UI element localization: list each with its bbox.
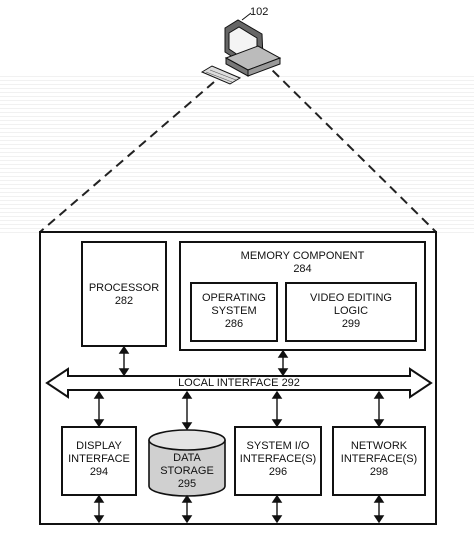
- os-label: OPERATING SYSTEM 286: [191, 292, 277, 331]
- display-ref: 294: [89, 466, 109, 478]
- video-line1: VIDEO EDITING: [310, 292, 392, 304]
- computer-system-frame: [39, 231, 437, 525]
- display-bus-connector: [93, 390, 105, 428]
- network-line1: NETWORK: [350, 440, 408, 452]
- display-line1: DISPLAY: [76, 440, 122, 452]
- data-storage-label: DATA STORAGE 295: [149, 452, 225, 491]
- memory-bus-connector: [277, 349, 289, 377]
- os-line2: SYSTEM: [211, 305, 257, 317]
- bus-text: LOCAL INTERFACE 292: [178, 377, 300, 389]
- network-ref: 298: [369, 466, 389, 478]
- display-line2: INTERFACE: [68, 453, 130, 465]
- computer-ref-leader: [241, 12, 252, 21]
- memory-ref: 284: [293, 263, 312, 275]
- processor-label: PROCESSOR 282: [82, 282, 166, 308]
- video-editing-logic-box: [285, 282, 417, 342]
- os-box: [190, 282, 278, 342]
- sysio-line1: SYSTEM I/O: [246, 440, 310, 452]
- computer-ref: 102: [250, 6, 268, 19]
- network-bus-connector: [373, 390, 385, 428]
- dashed-projection-right: [261, 59, 437, 233]
- storage-line1: DATA: [173, 452, 201, 464]
- memory-title: MEMORY COMPONENT: [240, 250, 365, 262]
- os-line1: OPERATING: [202, 292, 266, 304]
- processor-bus-connector: [118, 345, 130, 377]
- network-bottom-connector: [373, 494, 385, 524]
- storage-bus-connector: [181, 390, 193, 431]
- system-io-box: [234, 426, 322, 496]
- network-interface-label: NETWORK INTERFACE(S) 298: [333, 440, 425, 479]
- memory-component-label: MEMORY COMPONENT 284: [180, 250, 425, 276]
- sysio-bus-connector: [271, 390, 283, 428]
- dashed-projection-left: [39, 81, 215, 233]
- sysio-bottom-connector: [271, 494, 283, 524]
- video-editing-label: VIDEO EDITING LOGIC 299: [286, 292, 416, 331]
- memory-component-box: [179, 241, 426, 351]
- video-line2: LOGIC: [333, 305, 369, 317]
- os-ref: 286: [224, 318, 244, 330]
- processor-ref: 282: [114, 295, 134, 307]
- display-bottom-connector: [93, 494, 105, 524]
- sysio-ref: 296: [268, 466, 288, 478]
- storage-line2: STORAGE: [160, 465, 214, 477]
- computer-icon: [200, 19, 282, 85]
- storage-bottom-connector: [181, 494, 193, 524]
- computer-ref-text: 102: [250, 6, 269, 18]
- processor-title: PROCESSOR: [88, 282, 160, 294]
- video-ref: 299: [341, 318, 361, 330]
- bus-label: LOCAL INTERFACE 292: [68, 377, 410, 390]
- sysio-line2: INTERFACE(S): [239, 453, 317, 465]
- system-io-label: SYSTEM I/O INTERFACE(S) 296: [235, 440, 321, 479]
- network-line2: INTERFACE(S): [340, 453, 418, 465]
- scan-lines: [0, 75, 474, 235]
- local-interface-bus: [45, 367, 433, 399]
- storage-ref: 295: [177, 478, 197, 490]
- display-interface-label: DISPLAY INTERFACE 294: [62, 440, 136, 479]
